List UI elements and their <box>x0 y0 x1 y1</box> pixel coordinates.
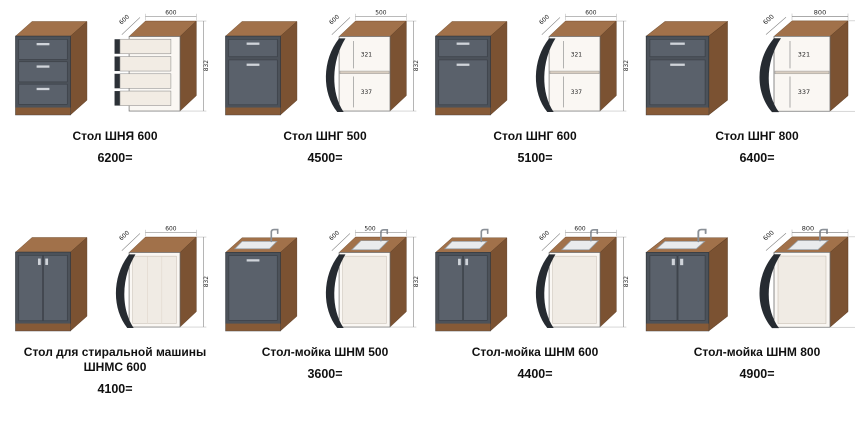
product-card: 500 600 832 Стол-мойка ШНМ 500 3600= <box>220 220 430 436</box>
product-price: 4900= <box>739 367 775 381</box>
product-price: 3600= <box>307 367 343 381</box>
opening-bottom-dim-label: 337 <box>798 89 810 96</box>
width-dim-label: 800 <box>802 226 814 233</box>
product-drawings: 600 600 832 <box>10 222 220 340</box>
product-card: 600 600 832 Стол для стиральной машины Ш… <box>10 220 220 436</box>
opening-bottom-dim-label: 337 <box>571 90 582 96</box>
depth-dim-label: 600 <box>119 230 131 242</box>
product-name: Стол-мойка ШНМ 800 <box>693 345 821 359</box>
product-card: 600 600 832 Стол ШНЯ 600 6200= <box>10 4 220 220</box>
sink-basin <box>443 241 488 250</box>
product-drawings: 321 337 500 600 832 <box>220 6 430 124</box>
depth-dim-label: 600 <box>539 230 551 242</box>
product-price: 4100= <box>97 382 133 396</box>
sink-basin <box>560 240 600 251</box>
product-name: Стол ШНГ 600 <box>493 129 577 143</box>
product-card: 800 600 832 Стол-мойка ШНМ 800 4900= <box>640 220 855 436</box>
height-dim-label: 832 <box>204 276 210 287</box>
product-drawings: 600 600 832 <box>430 222 640 340</box>
depth-dim-label: 600 <box>762 229 776 242</box>
cabinet-front-illustration <box>434 20 508 116</box>
product-name: Стол для стиральной машины ШНМС 600 <box>23 345 207 374</box>
cabinet-front-illustration <box>224 20 298 116</box>
depth-dim-label: 600 <box>329 230 341 242</box>
product-drawings: 321 337 800 600 832 <box>640 6 855 124</box>
depth-dim-label: 600 <box>119 14 131 26</box>
width-dim-label: 600 <box>165 11 176 17</box>
product-card: 600 600 832 Стол-мойка ШНМ 600 4400= <box>430 220 640 436</box>
product-price: 4500= <box>307 151 343 165</box>
cabinet-dimension-drawing: 500 600 832 <box>325 227 420 328</box>
product-name: Стол ШНГ 800 <box>715 129 799 143</box>
height-dim-label: 832 <box>414 276 420 287</box>
cabinet-front-illustration <box>435 228 508 332</box>
product-price: 6400= <box>739 151 775 165</box>
width-dim-label: 500 <box>375 11 386 17</box>
product-card: 321 337 600 600 832 Стол ШНГ 600 5100= <box>430 4 640 220</box>
depth-dim-label: 600 <box>539 14 551 26</box>
cabinet-dimension-drawing: 800 600 832 <box>759 226 855 329</box>
cabinet-dimension-drawing: 321 337 500 600 832 <box>325 11 420 112</box>
sink-basin <box>350 240 390 251</box>
cabinet-front-illustration <box>14 236 88 332</box>
product-name: Стол ШНЯ 600 <box>72 129 158 143</box>
depth-dim-label: 600 <box>329 14 341 26</box>
product-drawings: 600 600 832 <box>10 6 220 124</box>
depth-dim-label: 600 <box>762 13 776 26</box>
width-dim-label: 600 <box>165 227 176 233</box>
opening-top-dim-label: 321 <box>798 52 810 59</box>
sink-basin <box>787 240 829 251</box>
product-card: 321 337 800 600 832 Стол ШНГ 800 6400= <box>640 4 855 220</box>
height-dim-label: 832 <box>204 60 210 71</box>
product-drawings: 321 337 600 600 832 <box>430 6 640 124</box>
sink-basin <box>233 241 278 250</box>
width-dim-label: 600 <box>574 227 585 233</box>
cabinet-dimension-drawing: 600 600 832 <box>115 227 210 328</box>
height-dim-label: 832 <box>414 60 420 71</box>
product-drawings: 500 600 832 <box>220 222 430 340</box>
cabinet-dimension-drawing: 600 600 832 <box>535 227 630 328</box>
product-card: 321 337 500 600 832 Стол ШНГ 500 4500= <box>220 4 430 220</box>
sink-basin <box>655 241 706 250</box>
product-price: 6200= <box>97 151 133 165</box>
product-drawings: 800 600 832 <box>640 222 855 340</box>
cabinet-dimension-drawing: 321 337 800 600 832 <box>759 10 855 113</box>
product-name: Стол-мойка ШНМ 600 <box>471 345 599 359</box>
width-dim-label: 500 <box>364 227 375 233</box>
height-dim-label: 832 <box>624 276 630 287</box>
cabinet-front-illustration <box>645 228 729 332</box>
product-name: Стол-мойка ШНМ 500 <box>261 345 389 359</box>
cabinet-front-illustration <box>645 20 729 116</box>
cabinet-front-illustration <box>225 228 298 332</box>
opening-bottom-dim-label: 337 <box>361 90 372 96</box>
cabinet-front-illustration <box>14 20 88 116</box>
cabinet-dimension-drawing: 600 600 832 <box>114 11 210 112</box>
faucet-icon <box>697 228 707 243</box>
product-price: 4400= <box>517 367 553 381</box>
product-price: 5100= <box>517 151 553 165</box>
width-dim-label: 800 <box>814 10 826 17</box>
width-dim-label: 600 <box>585 11 596 17</box>
cabinet-dimension-drawing: 321 337 600 600 832 <box>535 11 630 112</box>
opening-top-dim-label: 321 <box>571 53 582 59</box>
faucet-icon <box>270 228 279 243</box>
faucet-icon <box>480 228 489 243</box>
product-name: Стол ШНГ 500 <box>283 129 367 143</box>
opening-top-dim-label: 321 <box>361 53 372 59</box>
height-dim-label: 832 <box>624 60 630 71</box>
